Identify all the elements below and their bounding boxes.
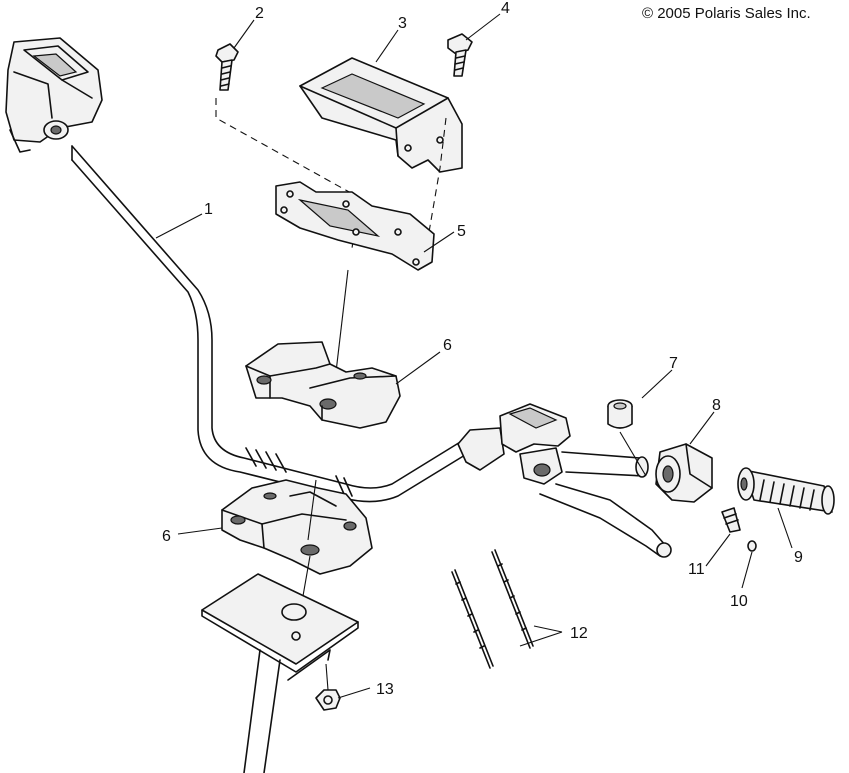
set-screw bbox=[747, 540, 757, 552]
callout-6-lower: 6 bbox=[162, 528, 171, 545]
copyright-notice: © 2005 Polaris Sales Inc. bbox=[642, 5, 811, 22]
handlebar-pad bbox=[299, 57, 463, 173]
callout-11: 11 bbox=[688, 561, 705, 578]
lower-clamp bbox=[221, 479, 373, 575]
mounting-plate bbox=[275, 181, 435, 271]
callout-9: 9 bbox=[794, 549, 803, 566]
bolt bbox=[215, 43, 239, 91]
steering-post bbox=[243, 649, 331, 773]
callout-5: 5 bbox=[457, 223, 466, 240]
handlebar bbox=[71, 145, 471, 503]
callout-leaders bbox=[155, 13, 793, 699]
callout-13: 13 bbox=[376, 681, 394, 698]
switch-housing bbox=[655, 443, 713, 503]
small-screw bbox=[721, 507, 741, 533]
brake-master-cylinder bbox=[457, 403, 571, 485]
throttle-control-housing bbox=[5, 37, 103, 153]
callout-2: 2 bbox=[255, 5, 264, 22]
callout-7: 7 bbox=[669, 355, 678, 372]
brake-lever bbox=[539, 483, 672, 558]
handlebar-grip bbox=[737, 467, 835, 515]
steering-post-plate bbox=[201, 573, 359, 673]
callout-8: 8 bbox=[712, 397, 721, 414]
callout-3: 3 bbox=[398, 15, 407, 32]
callout-6-upper: 6 bbox=[443, 337, 452, 354]
spacer-bushing bbox=[607, 399, 647, 477]
bolt-alignment-line bbox=[307, 479, 317, 541]
nut bbox=[315, 663, 341, 711]
callout-10: 10 bbox=[730, 593, 748, 610]
callout-12: 12 bbox=[570, 625, 588, 642]
callout-4: 4 bbox=[501, 0, 510, 17]
bolt-alignment-line bbox=[335, 269, 349, 373]
upper-clamp bbox=[245, 341, 401, 429]
cable-ties bbox=[451, 549, 534, 669]
bolt bbox=[447, 33, 473, 77]
right-handlebar-end bbox=[561, 451, 649, 478]
bolt-alignment-line bbox=[427, 117, 447, 239]
callout-1: 1 bbox=[204, 201, 213, 218]
